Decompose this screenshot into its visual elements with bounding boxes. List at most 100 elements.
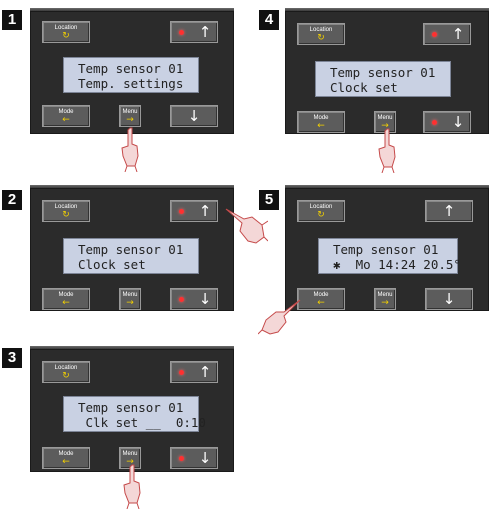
pointing-hand-icon — [258, 299, 301, 335]
lcd-display: Temp sensor 01 Temp. settings — [63, 57, 199, 93]
menu-button[interactable]: Menu → — [119, 288, 141, 310]
pointing-hand-icon — [121, 127, 139, 172]
up-button[interactable]: ↑ — [423, 23, 471, 45]
arrow-left-icon: ← — [62, 457, 70, 467]
led-indicator — [179, 456, 184, 461]
arrow-right-icon: → — [381, 298, 389, 308]
device-panel-5: Location ↻ ↑ Temp sensor 01 ✱ Mo 14:24 2… — [285, 185, 489, 311]
arrow-left-icon: ← — [62, 298, 70, 308]
location-label: Location — [309, 204, 333, 210]
menu-label: Menu — [122, 451, 138, 457]
led-indicator — [432, 120, 437, 125]
location-button[interactable]: Location ↻ — [42, 361, 90, 383]
location-button[interactable]: Location ↻ — [297, 200, 345, 222]
location-button[interactable]: Location ↻ — [297, 23, 345, 45]
menu-label: Menu — [122, 109, 138, 115]
arrow-right-icon: → — [126, 298, 134, 308]
lcd-display: Temp sensor 01 Clock set — [315, 61, 451, 97]
step-number-2: 2 — [2, 190, 22, 210]
led-indicator — [432, 32, 437, 37]
menu-label: Menu — [377, 292, 393, 298]
lcd-line-1: Temp sensor 01 — [330, 65, 436, 80]
mode-button[interactable]: Mode ← — [297, 288, 345, 310]
pointing-hand-icon — [225, 208, 268, 244]
device-panel-2: Location ↻ ↑ Temp sensor 01 Clock set Mo… — [30, 185, 234, 311]
step-number-4: 4 — [259, 10, 279, 30]
arrow-up-icon: ↑ — [442, 202, 456, 220]
lcd-display: Temp sensor 01 ✱ Mo 14:24 20.5° — [318, 238, 461, 274]
refresh-icon: ↻ — [62, 371, 70, 381]
lcd-line-2: Temp. settings — [78, 76, 184, 91]
mode-button[interactable]: Mode ← — [42, 105, 90, 127]
down-button[interactable]: ↓ — [425, 288, 473, 310]
lcd-line-2: Clk set __ 0:10 — [78, 415, 206, 430]
mode-label: Mode — [313, 115, 329, 121]
step-number-5: 5 — [259, 190, 279, 210]
up-button[interactable]: ↑ — [170, 200, 218, 222]
down-button[interactable]: ↓ — [170, 447, 218, 469]
pointing-hand-icon — [123, 464, 141, 509]
mode-label: Mode — [58, 292, 74, 298]
refresh-icon: ↻ — [317, 33, 325, 43]
up-button[interactable]: ↑ — [170, 21, 218, 43]
location-label: Location — [54, 365, 78, 371]
arrow-up-icon: ↑ — [198, 202, 212, 220]
menu-label: Menu — [122, 292, 138, 298]
arrow-left-icon: ← — [317, 121, 325, 131]
arrow-left-icon: ← — [62, 115, 70, 125]
device-panel-3: Location ↻ ↑ Temp sensor 01 Clk set __ 0… — [30, 346, 234, 472]
mode-button[interactable]: Mode ← — [42, 288, 90, 310]
step-number-1: 1 — [2, 10, 22, 30]
lcd-display: Temp sensor 01 Clk set __ 0:10 — [63, 396, 206, 432]
arrow-right-icon: → — [126, 115, 134, 125]
step-number-3: 3 — [2, 348, 22, 368]
arrow-right-icon: → — [381, 121, 389, 131]
arrow-right-icon: → — [126, 457, 134, 467]
device-panel-1: Location ↻ ↑ Temp sensor 01 Temp. settin… — [30, 8, 234, 134]
location-button[interactable]: Location ↻ — [42, 21, 90, 43]
mode-label: Mode — [58, 451, 74, 457]
lcd-line-2: Clock set — [330, 80, 398, 95]
refresh-icon: ↻ — [317, 210, 325, 220]
mode-button[interactable]: Mode ← — [297, 111, 345, 133]
led-indicator — [179, 209, 184, 214]
menu-button[interactable]: Menu → — [119, 105, 141, 127]
arrow-left-icon: ← — [317, 298, 325, 308]
mode-button[interactable]: Mode ← — [42, 447, 90, 469]
arrow-up-icon: ↑ — [198, 23, 212, 41]
menu-button[interactable]: Menu → — [374, 111, 396, 133]
arrow-down-icon: ↓ — [198, 290, 212, 308]
up-button[interactable]: ↑ — [425, 200, 473, 222]
arrow-down-icon: ↓ — [451, 113, 465, 131]
mode-label: Mode — [313, 292, 329, 298]
led-indicator — [179, 370, 184, 375]
refresh-icon: ↻ — [62, 31, 70, 41]
menu-button[interactable]: Menu → — [374, 288, 396, 310]
down-button[interactable]: ↓ — [170, 288, 218, 310]
mode-label: Mode — [58, 109, 74, 115]
arrow-up-icon: ↑ — [198, 363, 212, 381]
arrow-down-icon: ↓ — [198, 449, 212, 467]
led-indicator — [179, 297, 184, 302]
arrow-up-icon: ↑ — [451, 25, 465, 43]
location-label: Location — [54, 25, 78, 31]
up-button[interactable]: ↑ — [170, 361, 218, 383]
down-button[interactable]: ↓ — [423, 111, 471, 133]
down-button[interactable]: ↓ — [170, 105, 218, 127]
refresh-icon: ↻ — [62, 210, 70, 220]
lcd-line-1: Temp sensor 01 — [78, 400, 184, 415]
lcd-line-1: Temp sensor 01 — [333, 242, 439, 257]
device-panel-4: Location ↻ ↑ Temp sensor 01 Clock set Mo… — [285, 8, 489, 134]
location-label: Location — [54, 204, 78, 210]
menu-label: Menu — [377, 115, 393, 121]
lcd-display: Temp sensor 01 Clock set — [63, 238, 199, 274]
lcd-line-2: Clock set — [78, 257, 146, 272]
location-button[interactable]: Location ↻ — [42, 200, 90, 222]
arrow-down-icon: ↓ — [187, 107, 201, 125]
arrow-down-icon: ↓ — [442, 290, 456, 308]
location-label: Location — [309, 27, 333, 33]
lcd-line-1: Temp sensor 01 — [78, 242, 184, 257]
lcd-line-1: Temp sensor 01 — [78, 61, 184, 76]
led-indicator — [179, 30, 184, 35]
lcd-line-2: ✱ Mo 14:24 20.5° — [333, 257, 461, 272]
